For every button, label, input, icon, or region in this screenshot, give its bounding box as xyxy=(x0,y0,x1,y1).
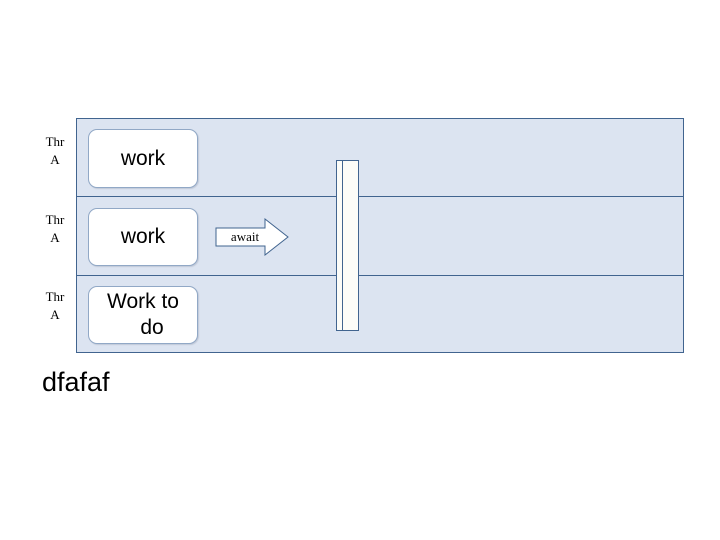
caption-text: dfafaf xyxy=(42,367,110,397)
lane-label-line-2: A xyxy=(50,307,60,322)
swimlane-row-3 xyxy=(77,275,683,352)
barrier-bar[interactable] xyxy=(336,160,359,331)
task-box-work-2[interactable]: work xyxy=(88,208,198,266)
swimlane-row-2 xyxy=(77,196,683,275)
lane-label-line-1: Thr xyxy=(45,289,65,304)
lane-label-thread-a-3: Thr A xyxy=(34,288,76,324)
await-arrow-shape[interactable] xyxy=(215,218,289,256)
task-box-label-line-1: Work to xyxy=(107,290,179,313)
arrow-right-icon xyxy=(215,218,289,256)
task-box-label-line-2: do xyxy=(140,316,164,339)
task-box-label-wrapper: Work to do xyxy=(89,289,197,341)
task-box-label: work xyxy=(120,225,166,248)
lane-label-thread-a-1: Thr A xyxy=(34,133,76,169)
task-box-work-to-do[interactable]: Work to do xyxy=(88,286,198,344)
task-box-work-1[interactable]: work xyxy=(88,129,198,188)
barrier-bar-inner-line xyxy=(342,161,343,330)
await-arrow-label: await xyxy=(230,229,260,244)
lane-label-line-2: A xyxy=(50,230,60,245)
lane-label-thread-a-2: Thr A xyxy=(34,211,76,247)
task-box-label: work xyxy=(120,146,166,170)
lane-label-line-2: A xyxy=(50,152,60,167)
lane-label-line-1: Thr xyxy=(45,134,65,149)
lane-label-line-1: Thr xyxy=(45,212,65,227)
